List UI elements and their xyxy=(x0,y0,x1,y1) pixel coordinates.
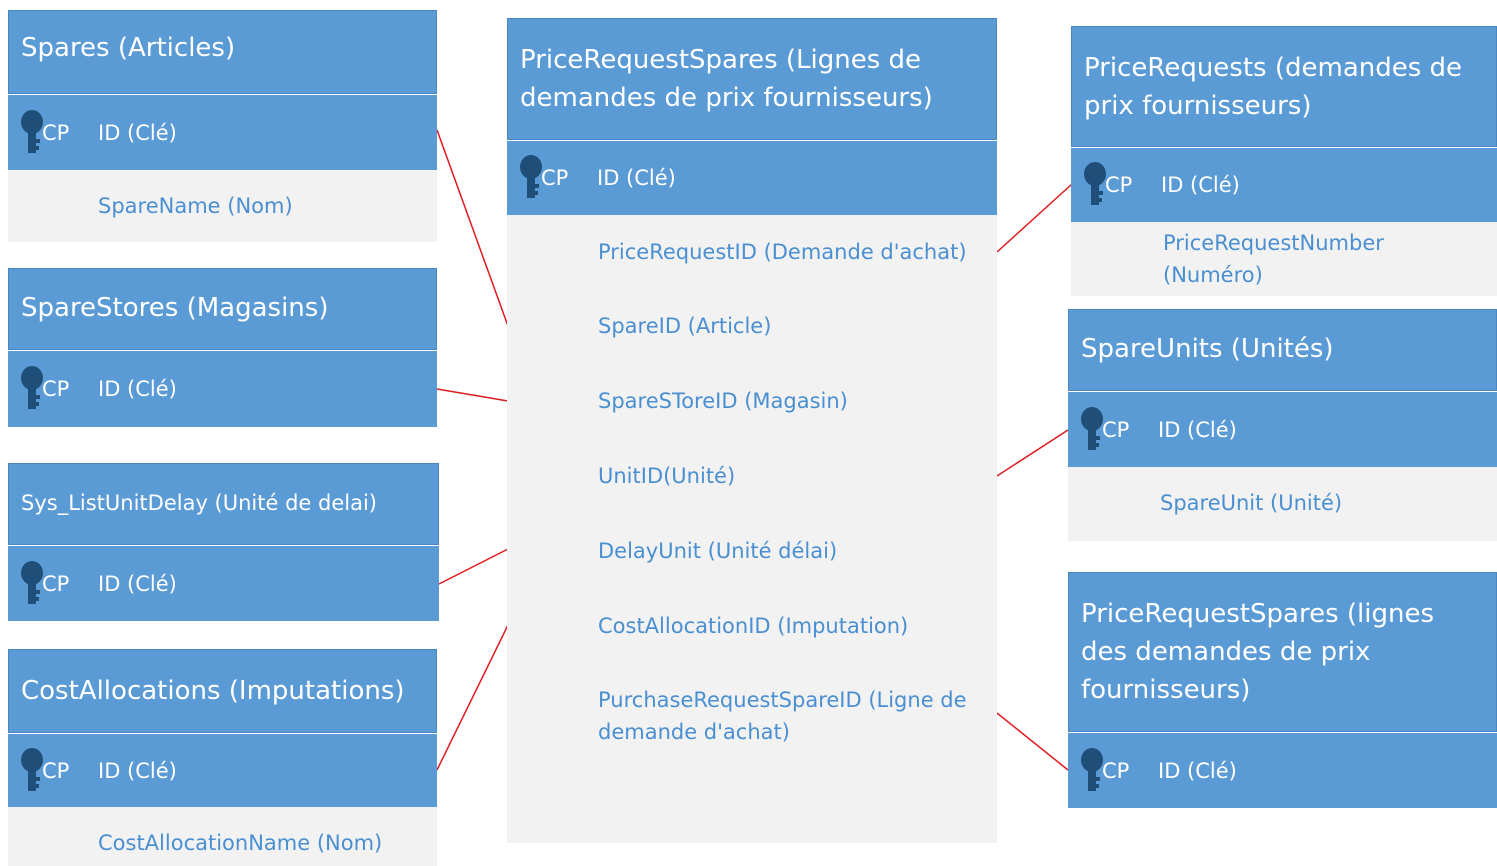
primary-key-row: CP ID (Clé) xyxy=(8,545,439,621)
field-purchaserequestspareid: PurchaseRequestSpareID (Ligne de demande… xyxy=(598,688,967,744)
key-icon xyxy=(21,366,43,409)
field-pricerequestnumber: PriceRequestNumber (Numéro) xyxy=(1163,231,1384,287)
field-spareunit: SpareUnit (Unité) xyxy=(1160,491,1343,515)
entity-title: SpareUnits (Unités) xyxy=(1068,309,1497,391)
entity-body: PriceRequestNumber (Numéro) xyxy=(1071,222,1497,296)
entity-title: PriceRequests (demandes de prix fourniss… xyxy=(1071,26,1497,147)
entity-sysunitdelay: Sys_ListUnitDelay (Unité de delai) CP ID… xyxy=(8,463,439,621)
primary-key-row: CP ID (Clé) xyxy=(8,94,437,170)
pk-field: ID (Clé) xyxy=(597,166,676,190)
entity-body: PriceRequestID (Demande d'achat) SpareID… xyxy=(507,215,997,843)
key-icon xyxy=(1081,747,1103,791)
entity-body: SpareUnit (Unité) xyxy=(1068,467,1497,541)
primary-key-row: CP ID (Clé) xyxy=(1068,732,1497,808)
primary-key-row: CP ID (Clé) xyxy=(8,733,437,807)
connector-pricerequestspares2 xyxy=(996,712,1069,771)
key-icon xyxy=(1081,406,1103,450)
connector-spareunits xyxy=(996,429,1069,477)
pk-label: CP xyxy=(42,571,70,596)
entity-sparestores: SpareStores (Magasins) CP ID (Clé) xyxy=(8,268,437,427)
field-sparestoreid: SpareSToreID (Magasin) xyxy=(598,389,848,413)
pk-field: ID (Clé) xyxy=(98,571,177,596)
entity-body: CostAllocationName (Nom) xyxy=(8,807,437,866)
connector-sparestores xyxy=(436,388,509,402)
field-costallocationname: CostAllocationName (Nom) xyxy=(98,831,383,855)
pk-label: CP xyxy=(42,758,70,783)
field-spareid: SpareID (Article) xyxy=(598,314,772,338)
key-icon xyxy=(21,747,43,791)
pk-label: CP xyxy=(1102,417,1130,442)
entity-title: Spares (Articles) xyxy=(8,10,437,94)
connector-costallocations xyxy=(436,624,509,771)
entity-pricerequestspares-lignes: PriceRequestSpares (lignes des demandes … xyxy=(1068,572,1497,808)
entity-title: Sys_ListUnitDelay (Unité de delai) xyxy=(8,463,439,545)
entity-pricerequests: PriceRequests (demandes de prix fourniss… xyxy=(1071,26,1497,296)
entity-spareunits: SpareUnits (Unités) CP ID (Clé) SpareUni… xyxy=(1068,309,1497,541)
pk-field: ID (Clé) xyxy=(98,120,177,145)
pk-label: CP xyxy=(1105,173,1133,197)
entity-costallocations: CostAllocations (Imputations) CP ID (Clé… xyxy=(8,649,437,866)
primary-key-row: CP ID (Clé) xyxy=(1071,147,1497,222)
field-delayunit: DelayUnit (Unité délai) xyxy=(598,539,838,563)
pk-label: CP xyxy=(42,377,70,401)
connector-spares xyxy=(436,129,509,327)
key-icon xyxy=(21,560,43,604)
entity-body: SpareName (Nom) xyxy=(8,170,437,242)
pk-label: CP xyxy=(541,166,569,190)
connector-sysunitdelay xyxy=(438,548,509,585)
entity-spares: Spares (Articles) CP ID (Clé) SpareName … xyxy=(8,10,437,242)
field-unitid: UnitID(Unité) xyxy=(598,464,736,488)
pk-label: CP xyxy=(1102,758,1130,783)
primary-key-row: CP ID (Clé) xyxy=(1068,391,1497,467)
field-pricerequestid: PriceRequestID (Demande d'achat) xyxy=(598,240,967,264)
key-icon xyxy=(1084,162,1106,205)
field-costallocationid: CostAllocationID (Imputation) xyxy=(598,614,909,638)
pk-field: ID (Clé) xyxy=(1158,417,1237,442)
pk-field: ID (Clé) xyxy=(1161,173,1240,197)
field-sparename: SpareName (Nom) xyxy=(98,194,293,218)
key-icon xyxy=(520,155,542,198)
connector-pricerequests xyxy=(996,183,1073,253)
pk-field: ID (Clé) xyxy=(1158,758,1237,783)
entity-title: PriceRequestSpares (Lignes de demandes d… xyxy=(507,18,997,140)
entity-pricerequestspares: PriceRequestSpares (Lignes de demandes d… xyxy=(507,18,997,843)
pk-label: CP xyxy=(42,120,70,145)
pk-field: ID (Clé) xyxy=(98,758,177,783)
primary-key-row: CP ID (Clé) xyxy=(8,350,437,427)
entity-title: PriceRequestSpares (lignes des demandes … xyxy=(1068,572,1497,732)
pk-field: ID (Clé) xyxy=(98,377,177,401)
primary-key-row: CP ID (Clé) xyxy=(507,140,997,215)
entity-title: SpareStores (Magasins) xyxy=(8,268,437,350)
key-icon xyxy=(21,109,43,153)
entity-title: CostAllocations (Imputations) xyxy=(8,649,437,733)
